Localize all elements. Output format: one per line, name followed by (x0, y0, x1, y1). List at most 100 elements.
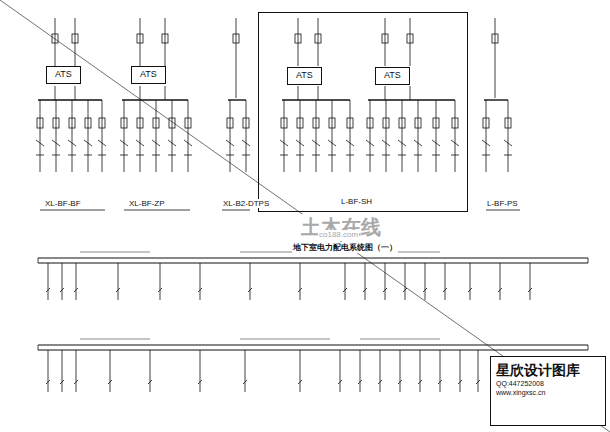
wire (36, 155, 44, 156)
wire (343, 288, 347, 292)
wire (358, 380, 362, 384)
wire (55, 86, 56, 100)
wire (68, 140, 76, 146)
ats-box: ATS (287, 67, 322, 85)
breaker-symbol (243, 118, 249, 128)
wire (120, 140, 128, 146)
wire (118, 263, 119, 300)
wire (88, 100, 89, 172)
wire (60, 380, 64, 384)
wire (98, 140, 106, 146)
wire (385, 18, 386, 66)
wire (318, 86, 319, 100)
wire (74, 288, 78, 292)
wire (36, 140, 44, 146)
wire (368, 99, 455, 100)
wire (298, 86, 299, 100)
wire (226, 155, 234, 156)
wire (122, 99, 188, 100)
wire (46, 288, 50, 292)
wire (74, 380, 78, 384)
wire (400, 350, 401, 392)
wire (482, 140, 490, 146)
breaker-symbol (99, 118, 105, 128)
wire (382, 155, 390, 156)
wire (160, 263, 161, 300)
wire (75, 18, 76, 66)
wire (420, 350, 421, 392)
wire (136, 140, 144, 146)
wire (246, 100, 247, 172)
breaker-symbol (297, 118, 303, 128)
wire (250, 263, 251, 300)
wire (242, 155, 250, 156)
wire (284, 100, 285, 172)
panel-name: XL-B2-DTPS (222, 199, 270, 208)
wire (38, 345, 588, 346)
wire (298, 380, 302, 384)
wire (298, 288, 302, 292)
panel-name: XL-BF-BF (44, 199, 82, 208)
breaker-symbol (53, 118, 59, 128)
breaker-symbol (37, 118, 43, 128)
wire (312, 155, 320, 156)
wire (300, 100, 301, 172)
wire (484, 99, 508, 100)
wire (432, 155, 440, 156)
wire (243, 380, 247, 384)
panel-name: L-BF-PS (486, 199, 519, 208)
wire (398, 380, 402, 384)
breaker-symbol (383, 118, 389, 128)
breaker-symbol (121, 118, 127, 128)
wire (62, 350, 63, 392)
ats-box: ATS (46, 66, 81, 84)
wire (46, 380, 50, 384)
wire (312, 140, 320, 146)
wire (48, 263, 49, 300)
wire (296, 140, 304, 146)
breaker-symbol (313, 118, 319, 128)
breaker-symbol (399, 118, 405, 128)
wire (150, 350, 151, 392)
wire (280, 155, 288, 156)
wire (124, 100, 125, 172)
wire (504, 155, 512, 156)
wire (48, 350, 49, 392)
wire (148, 380, 152, 384)
wire (370, 100, 371, 172)
wire (68, 155, 76, 156)
wire (240, 339, 330, 340)
wire (398, 140, 406, 146)
wire (340, 350, 341, 392)
breaker-symbol (185, 118, 191, 128)
breaker-symbol (162, 34, 168, 43)
wire (405, 263, 406, 300)
wire (172, 100, 173, 172)
wire (508, 100, 509, 172)
wire (76, 350, 77, 392)
breaker-symbol (72, 34, 78, 43)
breaker-symbol (329, 118, 335, 128)
wire (363, 288, 367, 292)
breaker-symbol (433, 118, 439, 128)
wire (102, 100, 103, 172)
wire (80, 339, 150, 340)
wire (245, 350, 246, 392)
wire (55, 18, 56, 66)
wire (410, 86, 411, 100)
wire (588, 258, 589, 263)
wire (350, 100, 351, 172)
wire (438, 380, 442, 384)
node-text: ATS (55, 69, 72, 81)
wire (495, 18, 496, 98)
wire (300, 350, 301, 392)
wire (56, 100, 57, 172)
wire (228, 99, 246, 100)
wire (451, 155, 459, 156)
breaker-symbol (505, 118, 511, 128)
breaker-symbol (492, 34, 498, 43)
wire (200, 263, 201, 300)
wire (38, 99, 102, 100)
wire (165, 18, 166, 66)
wire (248, 288, 252, 292)
